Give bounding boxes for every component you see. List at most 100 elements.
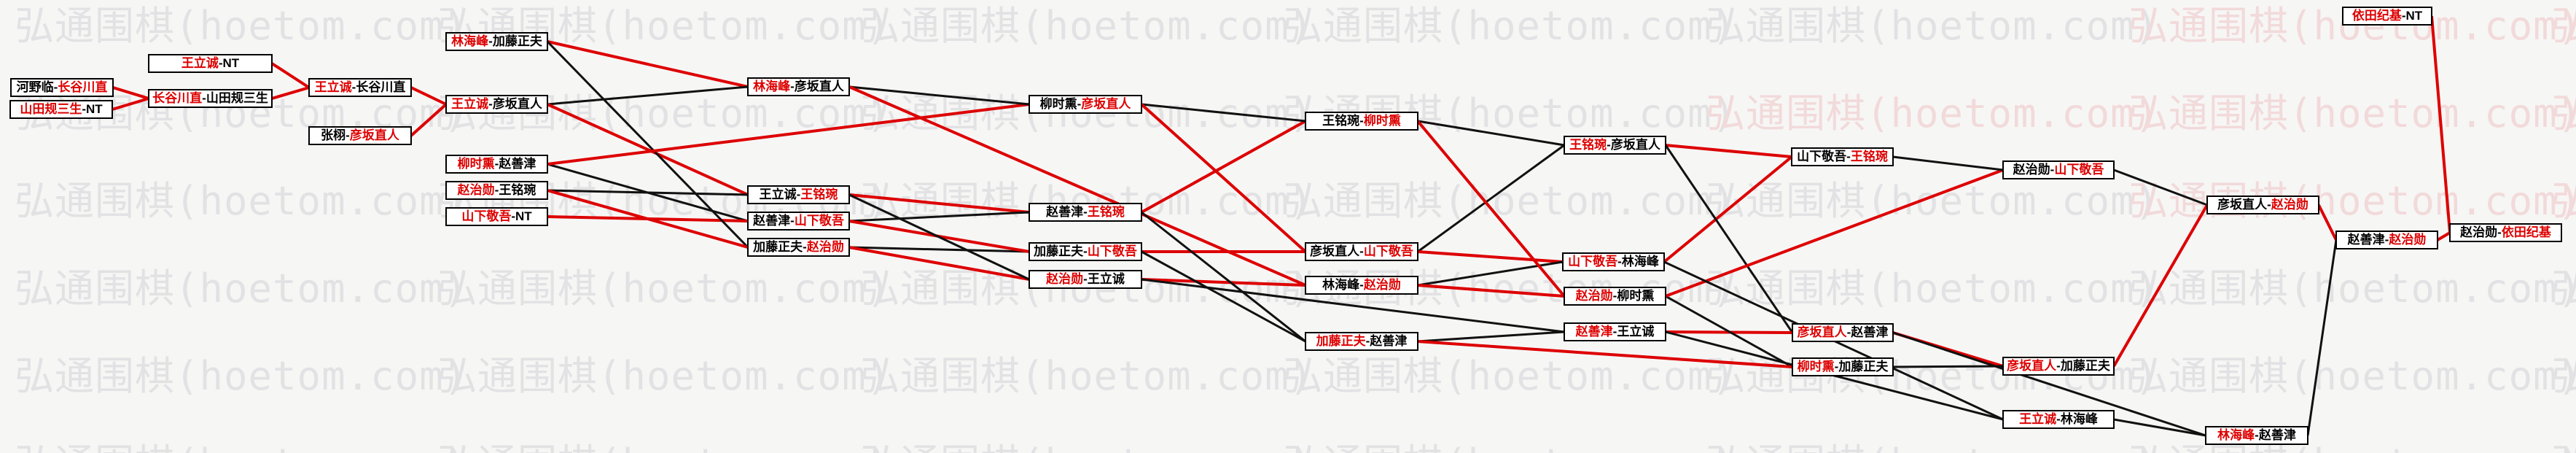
player-name-left: 王铭琬 [1569,138,1607,152]
result-connector [2317,204,2338,241]
player-name-right: 柳时熏 [1363,114,1401,128]
player-name-left: 赵治勋 [1575,289,1613,303]
result-connector [1141,250,1306,343]
watermark-text: 弘通围棋(hoetom.com) [860,3,1314,49]
player-name-right: 加藤正夫 [1838,360,1889,373]
result-connector [547,103,1030,166]
result-connector [1140,103,1307,253]
result-connector [848,211,1030,222]
result-connector [1141,278,1306,287]
result-connector [1892,155,2004,171]
player-name-right: 赵善津 [1851,325,1889,339]
result-connector [1892,365,2004,368]
player-name-right: 林海峰 [1621,255,1659,268]
player-name-right: 赵治勋 [2271,198,2308,212]
result-connector [1417,144,1565,253]
separator-dash: - [2050,163,2055,177]
result-connector [1141,211,1306,343]
player-name-left: 林海峰 [2217,428,2255,442]
result-connector [1665,169,2004,298]
result-connector [1892,331,2206,437]
player-name-right: 王铭琬 [800,187,838,201]
result-connector [1665,144,1792,158]
player-name-left: 加藤正夫 [1316,334,1366,348]
watermark-text: 弘通围棋(hoetom.com) [1706,178,2160,224]
player-name-left: 河野临 [16,80,54,94]
player-name-right: 王立诚 [1087,272,1125,286]
player-name-left: 赵治勋 [1046,272,1084,286]
separator-dash: - [2056,359,2061,373]
match-box: 彦坂直人-赵善津 [1792,323,1894,342]
player-name-left: 柳时熏 [1797,360,1835,373]
separator-dash: - [1612,289,1617,303]
result-connector [410,103,448,137]
player-name-left: 柳时熏 [457,157,495,171]
match-box: 赵善津-王立诚 [1564,322,1666,341]
match-box: 柳时熏-赵善津 [445,155,548,174]
separator-dash: - [1083,205,1088,219]
watermark-text: 弘通围棋(hoetom.com) [15,178,469,224]
result-connector [1664,144,1794,333]
result-connector [848,85,1306,287]
player-name-left: 赵善津 [2347,233,2385,247]
match-box: 柳时熏-加藤正夫 [1792,357,1894,376]
watermark-text: 弘通围棋(hoetom.com) [437,353,891,399]
player-name-right: 赵善津 [1370,334,1408,348]
player-name-right: 彦坂直人 [1081,97,1131,111]
player-name-left: 加藤正夫 [1034,244,1084,258]
separator-dash: - [803,240,807,254]
watermark-text: 弘通围棋(hoetom.com) [1706,3,2160,49]
match-box: 加藤正夫-赵治勋 [747,238,850,257]
player-name-right: 彦坂直人 [794,80,844,93]
match-box: 河野临-长谷川直 [10,78,114,97]
match-box: 彦坂直人-赵治勋 [2206,195,2319,214]
player-name-right: 加藤正夫 [2060,359,2110,373]
match-box: 加藤正夫-山下敬吾 [1029,242,1142,261]
separator-dash: - [2401,9,2406,23]
player-name-left: 彦坂直人 [2007,359,2057,373]
match-box: 赵治勋-山下敬吾 [2002,160,2115,179]
result-connector [848,193,1030,281]
watermark-text: 弘通围棋(hoetom.com) [2128,178,2576,224]
result-connector [112,86,149,100]
match-box: 张栩-彦坂直人 [308,126,412,145]
result-connector [1417,330,1565,343]
player-name-right: 王铭琬 [1087,205,1125,219]
match-box: 赵善津-赵治勋 [2335,231,2438,249]
match-box: 赵善津-山下敬吾 [747,212,850,231]
match-box: 长谷川直-山田规三生 [148,89,273,108]
player-name-left: 柳时熏 [1039,97,1077,111]
player-name-right: 山下敬吾 [1363,244,1413,258]
player-name-left: 山下敬吾 [1797,150,1847,163]
player-name-right: 柳时熏 [1617,289,1655,303]
match-box: 赵善津-王铭琬 [1029,203,1142,222]
result-connector [1417,250,1564,263]
match-box: 山田规三生-NT [9,100,113,119]
match-box: 彦坂直人-山下敬吾 [1305,242,1418,261]
separator-dash: - [494,183,499,197]
watermark-text: 弘通围棋(hoetom.com) [2128,90,2576,136]
result-connector [2113,418,2206,437]
result-connector [848,85,1030,106]
watermark-text: 弘通围棋(hoetom.com) [1283,442,1736,453]
match-box: 林海峰-彦坂直人 [747,77,850,96]
player-name-right: 山下敬吾 [2054,163,2104,177]
separator-dash: - [218,56,223,70]
separator-dash: - [511,209,515,223]
separator-dash: - [1607,138,1611,152]
player-name-left: 林海峰 [451,34,489,48]
match-box: 依田纪基-NT [2342,7,2432,26]
player-name-left: 赵善津 [1575,325,1613,338]
player-name-right: 赵治勋 [2389,233,2427,247]
watermark-text: 弘通围棋(hoetom.com) [15,353,469,399]
match-box: 王立诚-王铭琬 [747,185,850,204]
separator-dash: - [202,91,206,105]
player-name-right: NT [86,102,103,116]
result-connector [1417,340,1793,368]
player-name-left: 依田纪基 [2351,9,2402,23]
match-box: 林海峰-加藤正夫 [445,32,548,51]
watermark-text: 弘通围棋(hoetom.com) [2128,266,2576,311]
separator-dash: - [488,97,493,111]
